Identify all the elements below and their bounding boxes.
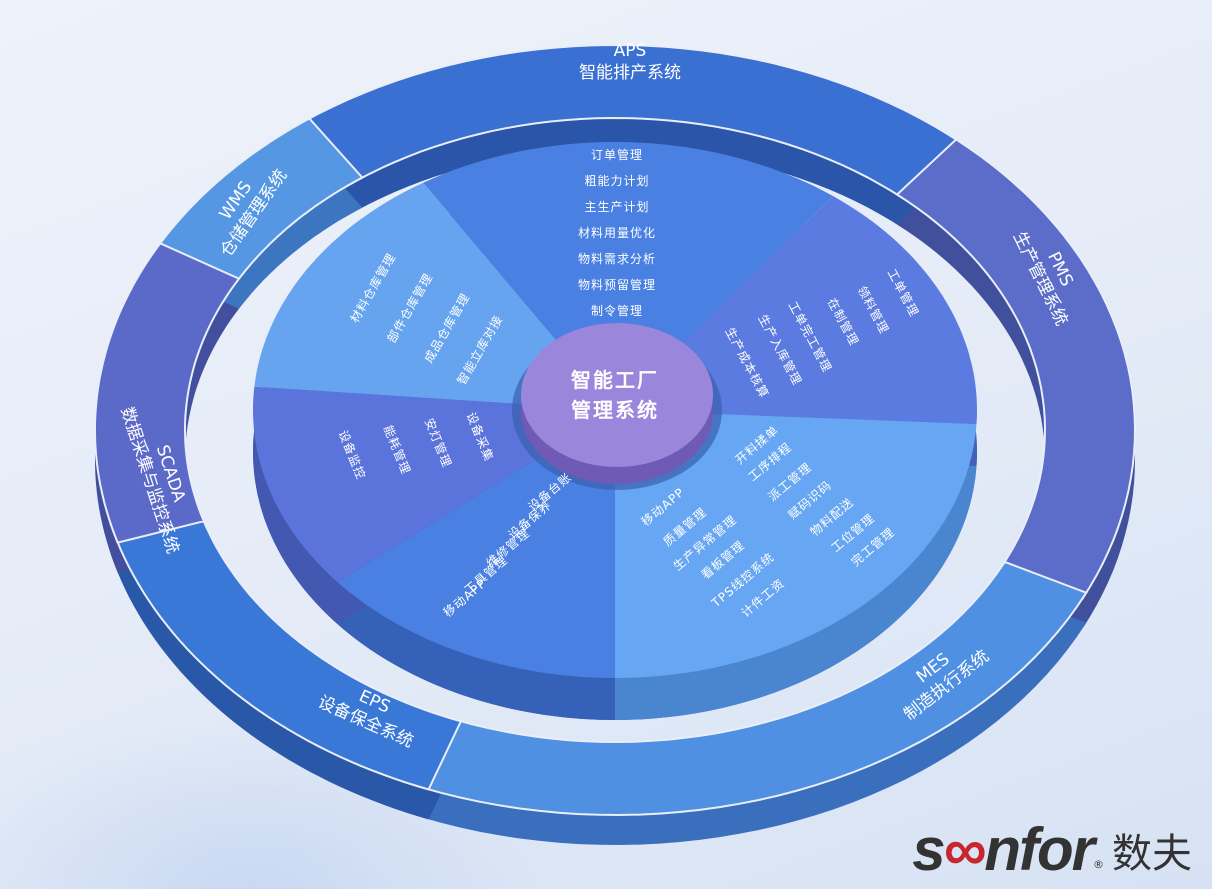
- ring-code: APS: [613, 41, 647, 61]
- aps-item: 物料预留管理: [577, 278, 656, 292]
- center-hub[interactable]: [521, 323, 713, 467]
- logo-wordmark: s∞nfor: [912, 816, 1095, 883]
- ring-segment-wms[interactable]: [158, 117, 364, 280]
- center-title: 智能工厂 管理系统: [540, 365, 690, 425]
- logo-registered: ®: [1093, 858, 1104, 871]
- logo-chinese: 数夫: [1112, 831, 1192, 877]
- pie-slice-mes[interactable]: [615, 410, 977, 678]
- aps-item: 订单管理: [590, 148, 643, 162]
- aps-item: 物料需求分析: [577, 252, 656, 266]
- ring-name: 智能排产系统: [579, 63, 681, 83]
- pie-slice-wms[interactable]: [254, 182, 615, 410]
- pie-slice-aps[interactable]: [423, 142, 833, 410]
- soonfor-logo: s∞nfor ® 数夫: [912, 808, 1192, 883]
- aps-item: 粗能力计划: [584, 174, 650, 188]
- center-title-line2: 管理系统: [571, 398, 659, 422]
- ring-label-aps: APS 智能排产系统: [540, 40, 720, 84]
- aps-item: 材料用量优化: [577, 226, 656, 240]
- pie-slice-eps[interactable]: [337, 410, 615, 678]
- center-title-line1: 智能工厂: [571, 368, 659, 392]
- aps-item: 制令管理: [590, 304, 643, 318]
- aps-item: 主生产计划: [584, 200, 650, 214]
